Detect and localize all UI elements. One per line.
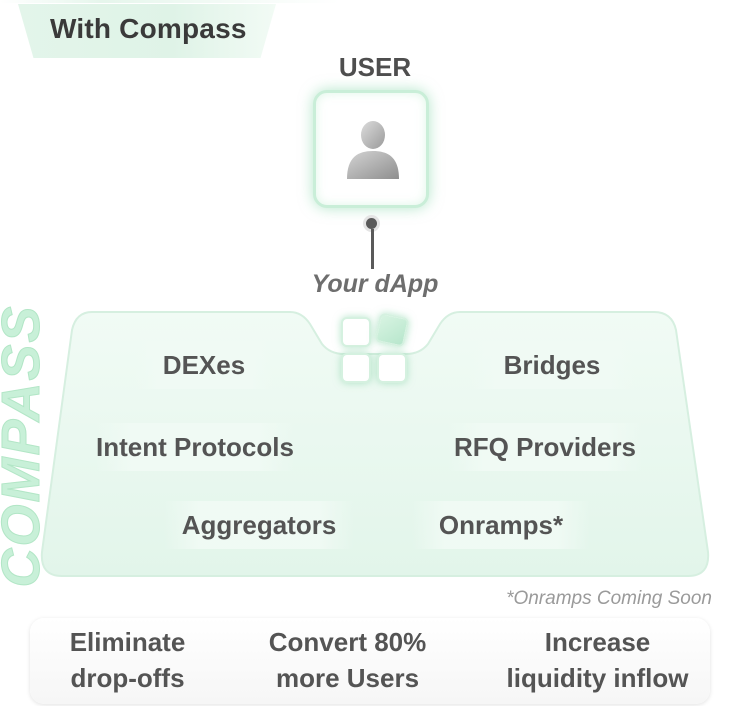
benefits-bar xyxy=(30,618,710,704)
user-card xyxy=(313,90,429,208)
page-title: With Compass xyxy=(50,13,247,44)
benefit-line: Increase xyxy=(544,627,651,657)
connector-dot xyxy=(366,218,377,229)
dapp-cube-icon xyxy=(341,353,371,383)
provider-dexes: DEXes xyxy=(134,341,274,389)
benefit-line: more Users xyxy=(275,663,420,693)
benefit-line: drop-offs xyxy=(70,663,185,693)
header-tab xyxy=(18,4,276,58)
dapp-label: Your dApp xyxy=(311,270,439,298)
dapp-cube-icon xyxy=(377,353,407,383)
connector-line xyxy=(371,229,374,269)
dapp-cube-icon xyxy=(341,317,371,347)
provider-intent-protocols: Intent Protocols xyxy=(96,423,294,471)
user-label: USER xyxy=(338,52,412,82)
provider-aggregators: Aggregators xyxy=(164,501,354,549)
provider-onramps: Onramps* xyxy=(412,501,590,549)
compass-watermark: COMPASS xyxy=(0,304,52,588)
benefit-eliminate-dropoffs: Eliminate drop-offs xyxy=(40,624,215,696)
benefit-increase-liquidity: Increase liquidity inflow xyxy=(490,624,705,696)
onramps-footnote: *Onramps Coming Soon xyxy=(506,588,712,609)
dapp-cube-icon xyxy=(374,312,410,348)
user-avatar-icon xyxy=(347,121,399,179)
benefit-convert-users: Convert 80% more Users xyxy=(245,624,450,696)
benefit-line: liquidity inflow xyxy=(506,663,689,693)
provider-rfq: RFQ Providers xyxy=(448,423,642,471)
provider-bridges: Bridges xyxy=(468,341,636,389)
benefit-line: Eliminate xyxy=(69,627,186,657)
benefit-line: Convert 80% xyxy=(268,627,427,657)
header-underline xyxy=(0,0,340,3)
